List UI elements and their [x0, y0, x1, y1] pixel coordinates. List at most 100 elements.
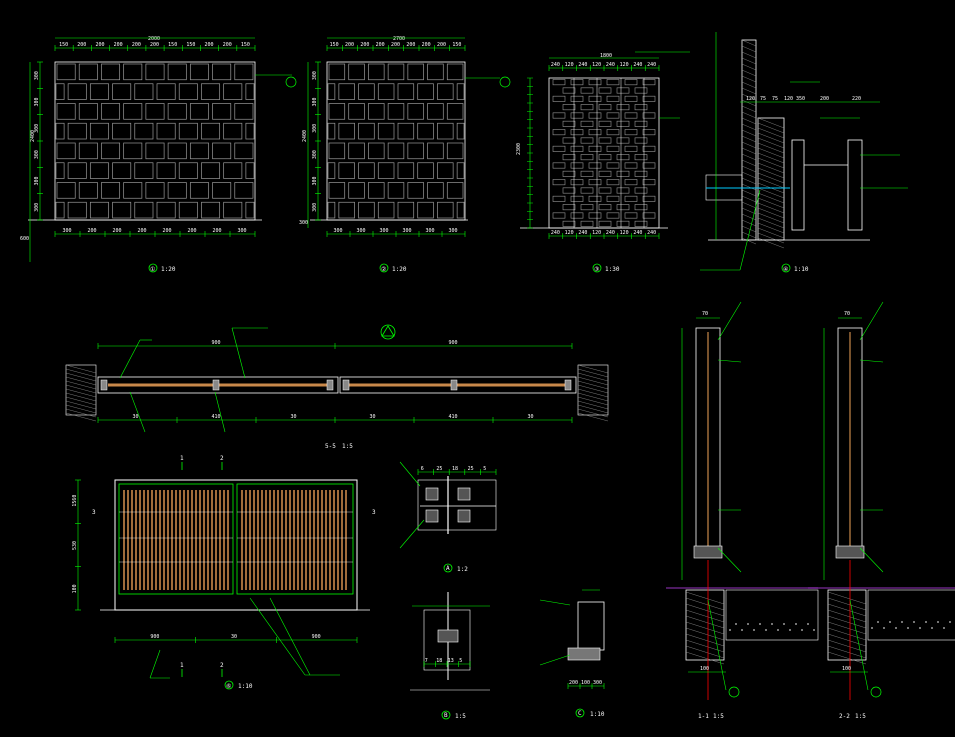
gate-marker-circle[interactable] — [224, 680, 234, 690]
brick — [437, 122, 454, 140]
brick — [123, 142, 143, 160]
brick — [67, 201, 87, 219]
brick — [397, 122, 415, 140]
brick — [588, 212, 602, 219]
dim-value: 350 — [796, 96, 805, 102]
wall-c-marker-circle[interactable] — [592, 263, 602, 273]
detail-a-scale: 1:2 — [457, 566, 468, 573]
brick — [67, 83, 87, 100]
brick — [642, 212, 656, 219]
dim-value: 200 — [77, 42, 86, 48]
plan-marker-triangle[interactable] — [381, 325, 395, 337]
leader-line — [859, 547, 884, 573]
dim-value: 200 — [437, 42, 446, 48]
dim-value: 220 — [852, 96, 861, 102]
wall-a-marker-circle[interactable] — [148, 263, 158, 273]
brick — [598, 104, 612, 111]
leader-line — [717, 301, 742, 341]
hatch — [577, 364, 609, 374]
wall-a-brick-pattern — [28, 61, 297, 221]
hatch — [685, 627, 725, 641]
brick — [245, 162, 255, 179]
brick — [624, 79, 638, 86]
dim-value: 200 — [820, 96, 829, 102]
hatch — [741, 81, 757, 89]
section-bottom-dim: 100 — [700, 666, 709, 672]
hatch — [757, 167, 785, 179]
hatch — [741, 87, 757, 95]
plan-wall-right — [577, 364, 609, 416]
brick — [101, 142, 121, 160]
brick — [338, 162, 355, 179]
brick — [552, 95, 566, 102]
brick — [456, 83, 465, 100]
dim-value: 410 — [449, 414, 458, 420]
gravel — [789, 629, 791, 631]
brick — [189, 142, 209, 160]
brick — [112, 201, 132, 219]
brick — [562, 154, 576, 161]
dim-value: 200 — [138, 228, 147, 234]
detail-b-marker-circle[interactable] — [441, 710, 451, 720]
wall-b-marker-circle[interactable] — [379, 263, 389, 273]
brick — [156, 162, 176, 179]
hatch — [757, 137, 785, 149]
hatch — [65, 400, 97, 410]
hatch — [741, 189, 757, 197]
hatch — [65, 364, 97, 374]
brick — [348, 182, 365, 199]
wall-d-scale: 1:10 — [794, 266, 809, 273]
plan-marker-circle[interactable] — [380, 324, 396, 340]
brick — [377, 162, 395, 179]
dim-value: 30 — [370, 414, 376, 420]
brick — [580, 220, 594, 227]
hatch — [577, 388, 609, 398]
leader-line — [539, 654, 571, 666]
brick — [358, 122, 375, 140]
dim-value: 30 — [133, 414, 139, 420]
detail-a-marker-circle[interactable] — [443, 563, 453, 573]
section-top-dim: 70 — [702, 311, 708, 317]
gravel — [883, 627, 885, 629]
section-2-scale: 1:5 — [855, 713, 866, 720]
brick — [588, 179, 602, 186]
hatch — [741, 141, 757, 149]
brick — [606, 79, 620, 86]
brick — [348, 103, 365, 120]
dim-value: 900 — [449, 340, 458, 346]
brick — [642, 179, 656, 186]
dim-value: 200 — [360, 42, 369, 48]
brick — [427, 182, 444, 199]
brick — [189, 182, 209, 199]
brick — [89, 201, 109, 219]
leader-line — [707, 599, 727, 691]
dim-value: 300 — [334, 228, 343, 234]
gate-scale: 1:10 — [238, 683, 253, 690]
hatch — [741, 147, 757, 155]
wall-d-marker-circle[interactable] — [781, 263, 791, 273]
dim-value: 240 — [551, 230, 560, 236]
brick-column — [741, 39, 757, 241]
brick — [437, 162, 454, 179]
detail-c-marker-circle[interactable] — [575, 708, 585, 718]
brick — [606, 212, 620, 219]
brick — [234, 103, 254, 120]
brick — [552, 112, 566, 119]
callout-circle — [870, 686, 882, 698]
brick — [634, 87, 648, 94]
dim-value: 300 — [380, 228, 389, 234]
brick — [456, 162, 465, 179]
dim-value: 300 — [34, 124, 40, 133]
brick — [327, 122, 336, 140]
plan-post — [450, 379, 458, 391]
hatch — [741, 117, 757, 125]
dim-value: 200 — [422, 42, 431, 48]
